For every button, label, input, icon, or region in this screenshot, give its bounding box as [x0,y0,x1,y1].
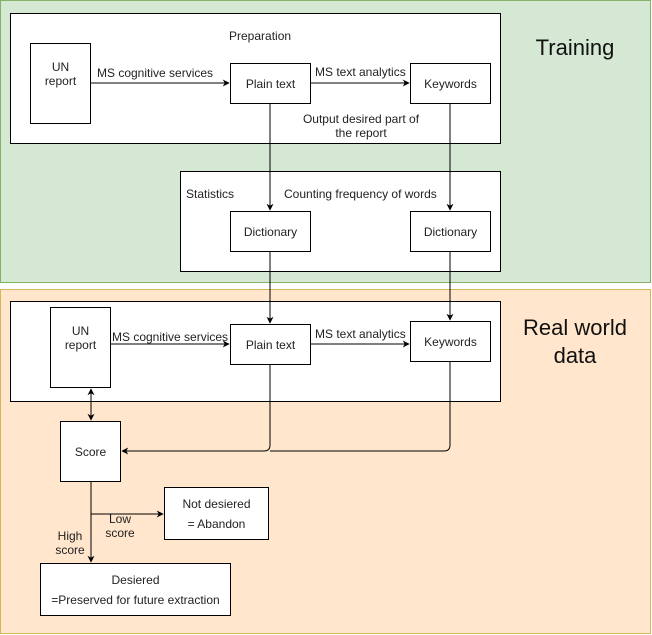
real-world-title-line1: Real world [523,315,627,340]
real-world-keywords-label: Keywords [424,334,477,349]
real-world-plain-text-label: Plain text [245,337,296,352]
not-desiered-node[interactable]: Not desiered = Abandon [164,487,269,540]
high-score-line2: score [55,543,85,557]
high-score-label: High score [54,529,86,557]
training-keywords-label: Keywords [424,76,477,91]
dictionary-left-label: Dictionary [243,224,298,239]
score-node[interactable]: Score [60,421,121,482]
real-world-un-report-line2: report [64,338,97,352]
desiered-node[interactable]: Desiered =Preserved for future extractio… [40,563,231,616]
not-desiered-line1: Not desiered [182,496,251,511]
output-note-line2: the report [335,126,387,140]
real-world-keywords-node[interactable]: Keywords [410,321,491,362]
output-note-line1: Output desired part of [302,112,420,126]
real-world-un-report-line1: UN [71,324,90,338]
training-edge-text-analytics-label: MS text analytics [315,65,406,79]
real-world-un-report-node[interactable]: UN report [50,307,111,388]
real-world-title-line2: data [553,343,597,368]
score-label: Score [74,444,107,459]
training-un-report-node[interactable]: UN report [30,43,91,124]
dictionary-right-label: Dictionary [423,224,478,239]
real-world-edge-cognitive-label: MS cognitive services [112,330,229,344]
dictionary-right-node[interactable]: Dictionary [410,211,491,252]
desiered-line2: =Preserved for future extraction [51,592,220,607]
training-plain-text-label: Plain text [245,76,296,91]
training-keywords-node[interactable]: Keywords [410,63,491,104]
dictionary-left-node[interactable]: Dictionary [230,211,311,252]
low-score-label: Low score [104,512,136,540]
statistics-label: Statistics [186,187,235,201]
preparation-label: Preparation [229,29,292,43]
low-score-line2: score [105,526,135,540]
low-score-line1: Low [108,512,131,526]
training-plain-text-node[interactable]: Plain text [230,63,311,104]
real-world-plain-text-node[interactable]: Plain text [230,324,311,365]
real-world-data-title: Real world data [505,314,645,370]
real-world-edge-text-analytics-label: MS text analytics [315,327,406,341]
training-un-report-line2: report [44,74,77,88]
high-score-line1: High [57,529,83,543]
training-un-report-line1: UN [51,60,70,74]
not-desiered-line2: = Abandon [187,516,246,531]
counting-frequency-label: Counting frequency of words [284,187,437,201]
training-edge-cognitive-label: MS cognitive services [97,66,214,80]
training-title: Training [535,35,615,60]
desiered-line1: Desiered [111,572,160,587]
output-note: Output desired part of the report [300,112,422,140]
